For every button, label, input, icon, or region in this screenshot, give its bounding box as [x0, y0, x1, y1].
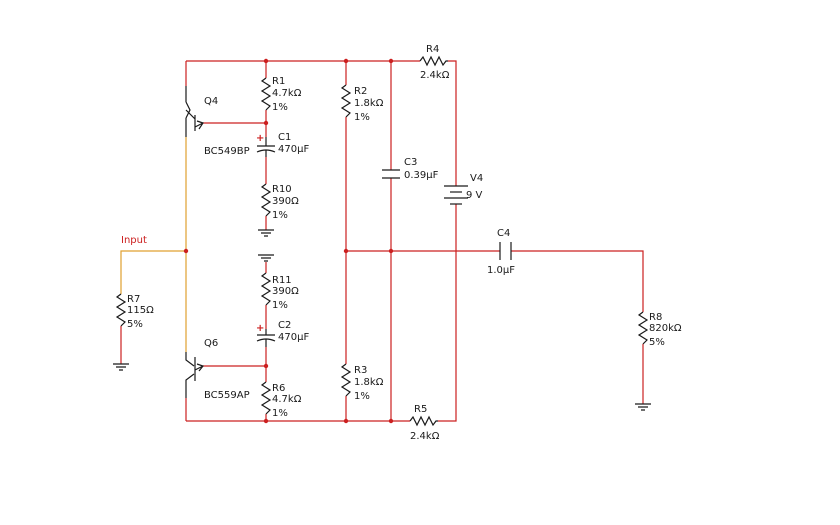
junction-dot [343, 418, 349, 424]
junction-dot [183, 248, 189, 254]
v4-value: 9 V [466, 190, 483, 201]
c1-polarity-mark: + [256, 133, 264, 144]
junction-dot [263, 363, 269, 369]
transistor-q4-symbol [185, 86, 204, 137]
junction-dot [343, 58, 349, 64]
wire-bottom-right [438, 204, 457, 422]
r6-value: 4.7kΩ [272, 394, 302, 405]
r11-tolerance: 1% [272, 300, 288, 311]
q6-ref: Q6 [204, 338, 218, 349]
wire-top-right [448, 60, 457, 186]
transistor-q6-symbol [185, 352, 205, 398]
junction-dot [388, 58, 394, 64]
r3-ref: R3 [354, 365, 367, 376]
v4-ref: V4 [470, 173, 483, 184]
resistor-r10-symbol [260, 183, 272, 217]
r6-ref: R6 [272, 383, 285, 394]
resistor-r6-symbol [260, 381, 272, 415]
junction-dot [388, 418, 394, 424]
r1-value: 4.7kΩ [272, 88, 302, 99]
r8-ref: R8 [649, 312, 662, 323]
junction-dot [388, 248, 394, 254]
r5-value: 2.4kΩ [410, 431, 440, 442]
r10-ref: R10 [272, 184, 292, 195]
r10-value: 390Ω [272, 196, 299, 207]
capacitor-c1-symbol [256, 137, 276, 157]
wire-c4-r8 [511, 250, 644, 312]
q6-value: BC559AP [204, 390, 250, 401]
wire-input [120, 250, 186, 294]
r1-tolerance: 1% [272, 102, 288, 113]
r1-ref: R1 [272, 76, 285, 87]
c4-value: 1.0µF [487, 265, 515, 276]
r6-tolerance: 1% [272, 408, 288, 419]
capacitor-c2-symbol [256, 329, 276, 347]
resistor-r11-symbol [260, 272, 272, 306]
q4-ref: Q4 [204, 96, 218, 107]
resistor-r8-symbol [637, 311, 649, 345]
ground-icon [113, 363, 129, 371]
r2-value: 1.8kΩ [354, 98, 384, 109]
resistor-r4-symbol [419, 55, 448, 67]
c4-ref: C4 [497, 228, 510, 239]
r3-value: 1.8kΩ [354, 377, 384, 388]
r4-value: 2.4kΩ [420, 70, 450, 81]
r7-tolerance: 5% [127, 319, 143, 330]
battery-v4-symbol [444, 185, 468, 205]
c2-polarity-mark: + [256, 323, 264, 334]
r11-value: 390Ω [272, 286, 299, 297]
junction-dot [263, 418, 269, 424]
junction-dot [343, 248, 349, 254]
c2-value: 470µF [278, 332, 309, 343]
input-wires [120, 137, 187, 352]
resistor-r2-symbol [340, 84, 352, 118]
r11-ref: R11 [272, 275, 292, 286]
resistor-r7-symbol [115, 293, 127, 327]
r8-tolerance: 5% [649, 337, 665, 348]
capacitor-c3-symbol [382, 169, 400, 179]
c2-ref: C2 [278, 320, 291, 331]
r7-value: 115Ω [127, 305, 154, 316]
resistor-r5-symbol [409, 415, 438, 427]
r2-tolerance: 1% [354, 112, 370, 123]
junctions [183, 58, 394, 424]
input-label: Input [121, 235, 147, 246]
q4-value: BC549BP [204, 146, 250, 157]
ground-icon [258, 254, 274, 262]
resistor-r1-symbol [260, 77, 272, 111]
r8-value: 820kΩ [649, 323, 682, 334]
r7-ref: R7 [127, 294, 140, 305]
r3-tolerance: 1% [354, 391, 370, 402]
c1-value: 470µF [278, 144, 309, 155]
wires [120, 60, 644, 422]
r2-ref: R2 [354, 86, 367, 97]
r4-ref: R4 [426, 44, 439, 55]
ground-icon [258, 229, 274, 237]
r10-tolerance: 1% [272, 210, 288, 221]
r5-ref: R5 [414, 404, 427, 415]
capacitor-c4-symbol [499, 242, 512, 260]
junction-dot [263, 120, 269, 126]
ground-icon [635, 403, 651, 411]
junction-dot [263, 58, 269, 64]
resistor-r3-symbol [340, 363, 352, 397]
c1-ref: C1 [278, 132, 291, 143]
c3-value: 0.39µF [404, 170, 439, 181]
c3-ref: C3 [404, 157, 417, 168]
